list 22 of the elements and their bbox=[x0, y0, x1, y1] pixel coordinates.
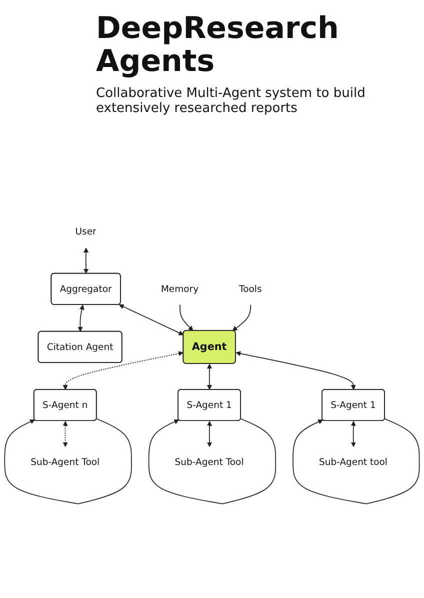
arrow bbox=[292, 418, 420, 504]
arrow bbox=[118, 304, 184, 336]
arrow bbox=[206, 420, 212, 448]
arrow bbox=[62, 351, 184, 390]
arrow bbox=[206, 364, 212, 390]
node-text: Sub-Agent tool bbox=[318, 456, 388, 468]
arrow bbox=[83, 248, 89, 274]
arrow bbox=[350, 420, 356, 448]
node-text: User bbox=[75, 226, 96, 237]
arrow bbox=[148, 418, 276, 504]
arrow bbox=[180, 304, 194, 331]
arrow bbox=[78, 304, 84, 332]
node-text: Memory bbox=[160, 283, 199, 294]
node-text: Tools bbox=[239, 283, 262, 294]
arrow bbox=[236, 351, 356, 390]
arrow bbox=[62, 420, 68, 448]
title: DeepResearch Agents bbox=[96, 12, 340, 78]
node-text: Sub-Agent Tool bbox=[30, 456, 100, 468]
caption: Collaborative Multi-Agent system to build extensively researched reports bbox=[96, 86, 366, 116]
arrow bbox=[4, 418, 132, 504]
arrow bbox=[232, 304, 252, 331]
node-text: Sub-Agent Tool bbox=[174, 456, 244, 468]
